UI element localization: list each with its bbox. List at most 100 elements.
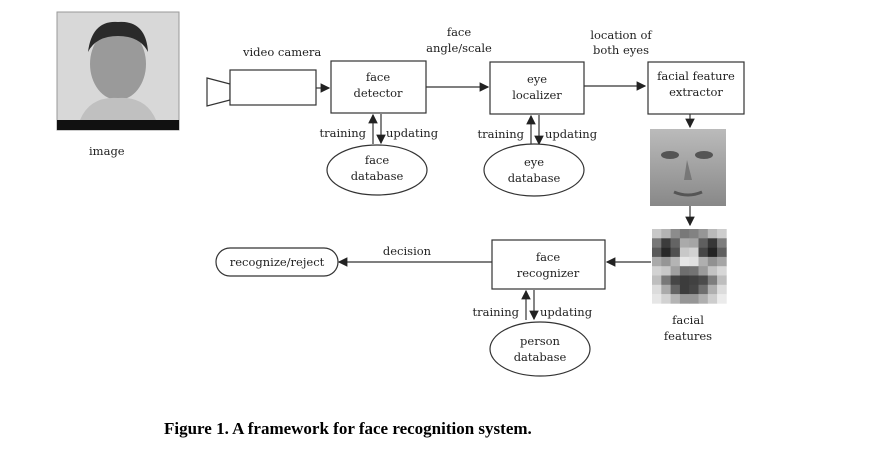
input-face-photo bbox=[56, 11, 180, 131]
mosaic-cell bbox=[698, 284, 709, 295]
location-label-1: location of bbox=[590, 28, 652, 42]
cropped-face-image bbox=[650, 129, 726, 206]
mosaic-cell bbox=[661, 229, 671, 239]
mosaic-cell bbox=[670, 229, 681, 239]
mosaic-cell bbox=[717, 294, 727, 304]
mosaic-cell bbox=[652, 238, 662, 248]
mosaic-cell bbox=[689, 256, 699, 267]
mosaic-cell bbox=[661, 256, 671, 267]
mosaic-cell bbox=[670, 284, 681, 295]
mosaic-cell bbox=[698, 275, 709, 286]
mosaic-cell bbox=[679, 266, 690, 276]
ffe-label-2: extractor bbox=[669, 85, 723, 99]
decision-label: decision bbox=[383, 244, 432, 258]
face-db-label-2: database bbox=[351, 169, 404, 183]
person-database bbox=[489, 321, 591, 377]
facial-feature-extractor-box bbox=[647, 61, 745, 115]
face-recognizer-label-2: recognizer bbox=[517, 266, 580, 280]
mosaic-cell bbox=[707, 256, 718, 267]
mosaic-cell bbox=[661, 247, 671, 258]
mosaic-cell bbox=[670, 247, 681, 258]
mosaic-cell bbox=[661, 284, 671, 295]
mosaic-cell bbox=[652, 275, 662, 286]
updating-label-3: updating bbox=[540, 305, 593, 319]
video-camera-label: video camera bbox=[242, 45, 321, 59]
mosaic-cell bbox=[652, 294, 662, 304]
mosaic-cell bbox=[717, 229, 727, 239]
mosaic-cell bbox=[661, 266, 671, 276]
face-detector-label-2: detector bbox=[353, 86, 403, 100]
training-label-3: training bbox=[472, 305, 519, 319]
face-recognizer-label-1: face bbox=[536, 250, 561, 264]
mosaic-cell bbox=[698, 247, 709, 258]
mosaic-cell bbox=[661, 294, 671, 304]
mosaic-cell bbox=[689, 294, 699, 304]
face-angle-label-2: angle/scale bbox=[426, 41, 492, 55]
figure-caption: Figure 1. A framework for face recogniti… bbox=[164, 419, 532, 438]
mosaic-cell bbox=[679, 275, 690, 286]
mosaic-cell bbox=[717, 275, 727, 286]
mosaic-cell bbox=[652, 247, 662, 258]
mosaic-cell bbox=[707, 247, 718, 258]
face-recognizer-box bbox=[491, 239, 606, 290]
mosaic-cell bbox=[698, 229, 709, 239]
mosaic-cell bbox=[670, 266, 681, 276]
eye-db-label-2: database bbox=[508, 171, 561, 185]
mosaic-cell bbox=[707, 238, 718, 248]
eye-database bbox=[483, 143, 585, 197]
mosaic-cell bbox=[652, 229, 662, 239]
mosaic-cell bbox=[698, 266, 709, 276]
mosaic-cell bbox=[670, 275, 681, 286]
mosaic-cell bbox=[661, 238, 671, 248]
eye-db-label-1: eye bbox=[524, 155, 544, 169]
mosaic-cell bbox=[689, 229, 699, 239]
image-label: image bbox=[89, 144, 125, 158]
face-angle-label-1: face bbox=[447, 25, 472, 39]
mosaic-cell bbox=[698, 238, 709, 248]
mosaic-cell bbox=[689, 266, 699, 276]
mosaic-cell bbox=[679, 229, 690, 239]
updating-label-2: updating bbox=[545, 127, 598, 141]
mosaic-cell bbox=[689, 238, 699, 248]
mosaic-cell bbox=[652, 256, 662, 267]
mosaic-cell bbox=[689, 247, 699, 258]
mosaic-cell bbox=[652, 266, 662, 276]
mosaic-cell bbox=[652, 284, 662, 295]
mosaic-cell bbox=[689, 284, 699, 295]
mosaic-cell bbox=[670, 294, 681, 304]
mosaic-cell bbox=[670, 238, 681, 248]
mosaic-cell bbox=[661, 275, 671, 286]
facial-features-label-1: facial bbox=[672, 313, 704, 327]
mosaic-cell bbox=[717, 256, 727, 267]
mosaic-cell bbox=[698, 294, 709, 304]
face-detector-label-1: face bbox=[366, 70, 391, 84]
mosaic-cell bbox=[670, 256, 681, 267]
mosaic-cell bbox=[717, 284, 727, 295]
person-db-label-1: person bbox=[520, 334, 560, 348]
eye-localizer-label-2: localizer bbox=[512, 88, 562, 102]
face-database bbox=[326, 144, 428, 196]
mosaic-cell bbox=[698, 256, 709, 267]
person-db-label-2: database bbox=[514, 350, 567, 364]
ffe-label-1: facial feature bbox=[657, 69, 735, 83]
facial-features-label-2: features bbox=[664, 329, 712, 343]
mosaic-cell bbox=[679, 256, 690, 267]
recognize-reject-output bbox=[215, 247, 339, 277]
mosaic-cell bbox=[707, 284, 718, 295]
video-camera-icon bbox=[206, 69, 317, 107]
mosaic-cell bbox=[679, 294, 690, 304]
mosaic-cell bbox=[679, 247, 690, 258]
mosaic-cell bbox=[707, 266, 718, 276]
mosaic-cell bbox=[679, 284, 690, 295]
mosaic-cell bbox=[679, 238, 690, 248]
face-detector-box bbox=[330, 60, 427, 114]
mosaic-cell bbox=[707, 275, 718, 286]
mosaic-cell bbox=[707, 229, 718, 239]
mosaic-cell bbox=[717, 266, 727, 276]
mosaic-cell bbox=[717, 247, 727, 258]
face-db-label-1: face bbox=[365, 153, 390, 167]
training-label-1: training bbox=[319, 126, 366, 140]
recognize-reject-label: recognize/reject bbox=[230, 255, 325, 269]
location-label-2: both eyes bbox=[593, 43, 649, 57]
